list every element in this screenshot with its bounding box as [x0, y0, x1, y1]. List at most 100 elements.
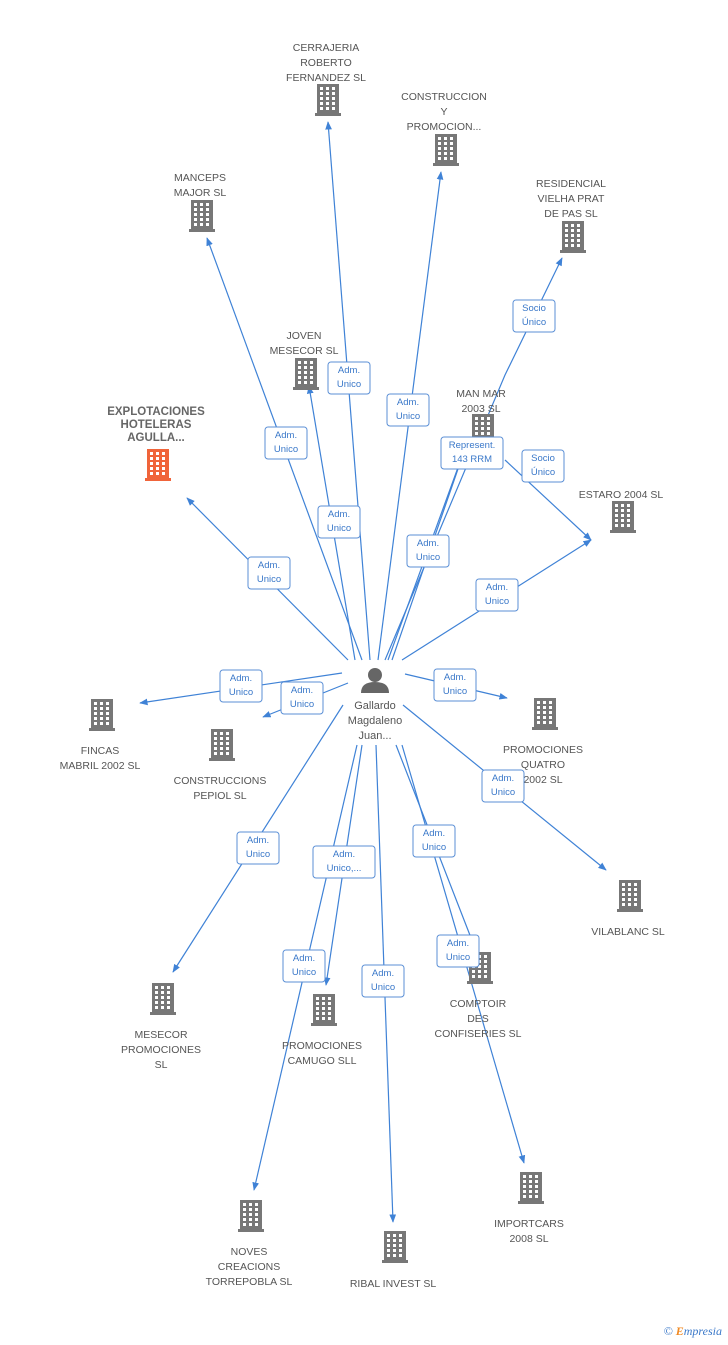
relation-box	[264, 426, 308, 460]
company-label-line: ROBERTO	[300, 57, 352, 69]
relation-label-manceps[interactable]: Adm. Unico	[264, 426, 308, 460]
relation-box	[361, 964, 405, 998]
company-label-line: FINCAS	[81, 745, 120, 757]
relation-label-man-mar[interactable]: Adm.Unico	[406, 534, 450, 568]
relation-label-importcars[interactable]: Adm. Unico	[436, 934, 480, 968]
company-node-fincas[interactable]: FINCAS MABRIL 2002 SL	[60, 699, 141, 772]
brand-logo: © Empresia	[664, 1324, 722, 1339]
person-name-line: Juan...	[358, 730, 391, 742]
relation-text-line: Unico	[327, 523, 351, 534]
relation-text-line: Unico	[416, 552, 440, 563]
relation-label-mesecor-promociones[interactable]: Adm.Unico	[236, 831, 280, 865]
company-node-ribal-invest[interactable]: RIBAL INVEST SL	[350, 1231, 437, 1290]
relation-label-noves-creacions[interactable]: Adm.Unico	[282, 949, 326, 983]
relation-text-line: Adm.	[372, 968, 394, 979]
edge-estaro	[504, 459, 592, 541]
company-label-line: PEPIOL SL	[193, 790, 246, 802]
company-label-line: HOTELERAS	[121, 419, 192, 431]
company-node-estaro[interactable]: ESTARO 2004 SL	[579, 489, 664, 533]
relation-label-estaro[interactable]: Adm.Unico	[475, 578, 519, 612]
building-icon	[532, 698, 558, 730]
relation-label-ribal-invest[interactable]: Adm. Unico	[361, 964, 405, 998]
relation-text-line: Adm.	[447, 938, 469, 949]
relation-text-line: Adm.	[275, 430, 297, 441]
relation-text-line: Adm.	[258, 560, 280, 571]
relation-label-vilablanc[interactable]: Adm.Unico	[481, 769, 525, 803]
company-label-line: MAJOR SL	[174, 187, 227, 199]
company-label-line: ESTARO 2004 SL	[579, 489, 664, 501]
relation-label-promociones-quatro[interactable]: Adm.Unico	[433, 668, 477, 702]
building-icon	[382, 1231, 408, 1263]
relation-label-construccions-pepiol[interactable]: Adm.Unico	[280, 681, 324, 715]
relation-box	[280, 681, 324, 715]
person-icon	[361, 668, 389, 693]
company-node-construccion-promocion[interactable]: CONSTRUCCIONYPROMOCION...	[401, 91, 487, 166]
relation-label-explotaciones[interactable]: Adm.Unico	[247, 556, 291, 590]
relation-box	[475, 578, 519, 612]
relation-text-line: Adm.	[293, 953, 315, 964]
relation-text-line: Socio	[522, 303, 546, 314]
relation-text-line: Unico	[371, 982, 395, 993]
building-icon	[145, 449, 171, 481]
center-person[interactable]: GallardoMagdalenoJuan...	[348, 668, 402, 742]
relation-text-line: Represent.	[449, 440, 495, 451]
relation-text-line: Único	[531, 467, 555, 478]
relation-label-joven-mesecor[interactable]: Adm.Unico	[317, 505, 361, 539]
relation-label-fincas[interactable]: Adm.Unico	[219, 669, 263, 703]
relation-text-line: Unico	[446, 952, 470, 963]
company-label-line: 2003 SL	[461, 403, 500, 415]
relation-box	[236, 831, 280, 865]
relation-text-line: Adm.	[247, 835, 269, 846]
relation-label-man-mar[interactable]: Represent.143 RRM	[440, 436, 504, 470]
relation-label-construccion-promocion[interactable]: Adm.Unico	[386, 393, 430, 427]
relation-text-line: Unico	[485, 596, 509, 607]
company-label-line: PROMOCIONES	[121, 1044, 201, 1056]
building-icon	[433, 134, 459, 166]
company-label-line: VIELHA PRAT	[538, 193, 605, 205]
relation-text-line: Unico	[274, 444, 298, 455]
building-icon	[209, 729, 235, 761]
relations-layer: Adm.UnicoAdm.UnicoAdm.UnicoSocioÚnicoAdm…	[219, 299, 565, 998]
relation-text-line: Unico	[443, 686, 467, 697]
company-label-line: MABRIL 2002 SL	[60, 760, 141, 772]
company-node-vilablanc[interactable]: VILABLANC SL	[591, 880, 665, 938]
relation-box	[412, 824, 456, 858]
company-label-line: MESECOR SL	[270, 345, 339, 357]
company-label-line: TORREPOBLA SL	[206, 1276, 293, 1288]
company-label-line: PROMOCION...	[407, 121, 482, 133]
building-icon	[189, 200, 215, 232]
person-name-line: Magdaleno	[348, 715, 402, 727]
building-icon	[89, 699, 115, 731]
relation-label-comptoir[interactable]: Adm.Unico	[412, 824, 456, 858]
building-icon	[238, 1200, 264, 1232]
relation-box	[317, 505, 361, 539]
copyright-symbol: ©	[663, 1324, 673, 1338]
company-label-line: CONSTRUCCION	[401, 91, 487, 103]
relation-text-line: Unico,...	[327, 863, 362, 874]
company-label-line: NOVES	[231, 1246, 268, 1258]
company-label-line: COMPTOIR	[450, 998, 507, 1010]
company-label-line: 2008 SL	[509, 1233, 548, 1245]
person-name-line: Gallardo	[354, 700, 396, 712]
relation-label-cerrajeria[interactable]: Adm.Unico	[327, 361, 371, 395]
relation-box	[440, 436, 504, 470]
relation-text-line: Unico	[290, 699, 314, 710]
company-label-line: EXPLOTACIONES	[107, 406, 205, 418]
company-label-line: DES	[467, 1013, 489, 1025]
company-node-explotaciones[interactable]: EXPLOTACIONESHOTELERASAGULLA...	[107, 406, 205, 481]
relation-box	[481, 769, 525, 803]
relation-label-promociones-camugo[interactable]: Adm.Unico,...	[312, 845, 376, 879]
